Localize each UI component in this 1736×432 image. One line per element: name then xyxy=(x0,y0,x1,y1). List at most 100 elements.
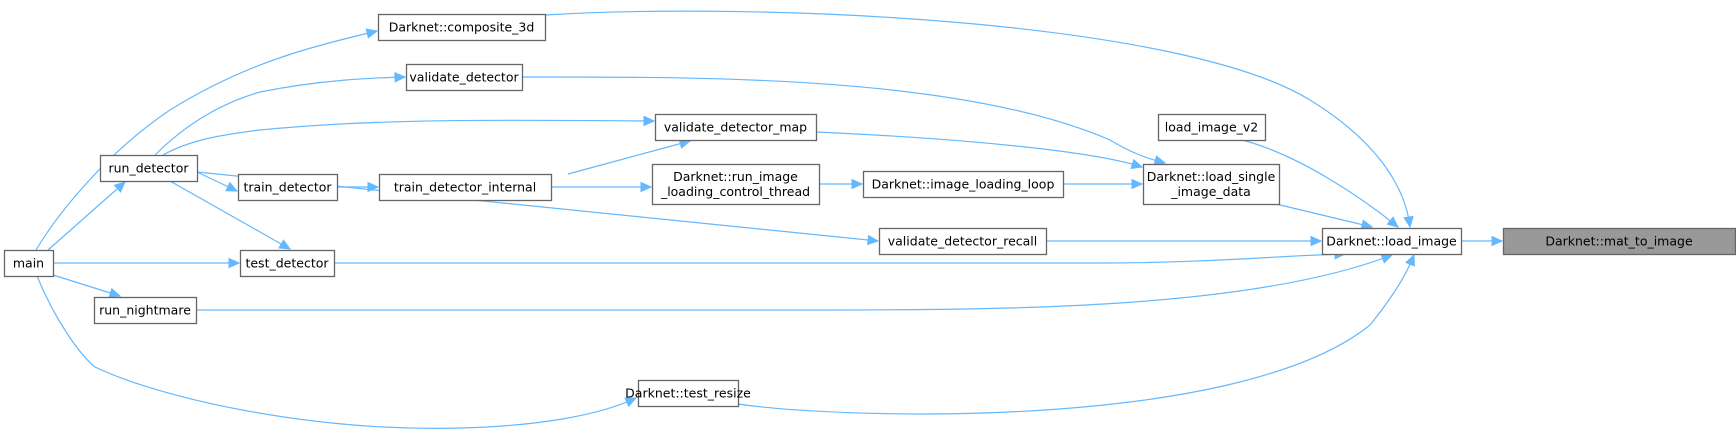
node-composite-3d[interactable]: Darknet::composite_3d xyxy=(377,13,547,42)
node-load-image-v2[interactable]: load_image_v2 xyxy=(1157,113,1267,142)
node-label: validate_detector_recall xyxy=(888,234,1038,249)
arrowhead-icon xyxy=(108,287,122,298)
node-label: Darknet::run_image xyxy=(673,169,798,184)
node-validate-detector-map[interactable]: validate_detector_map xyxy=(654,113,818,142)
node-box[interactable] xyxy=(654,113,818,142)
edge-line xyxy=(35,30,378,251)
node-box[interactable] xyxy=(237,173,339,202)
edge-run-detector-to-train-detector xyxy=(196,171,239,192)
node-box[interactable] xyxy=(637,379,740,408)
node-image-loading-loop[interactable]: Darknet::image_loading_loop xyxy=(862,170,1065,199)
arrowhead-icon xyxy=(1310,235,1323,247)
node-box[interactable] xyxy=(1142,163,1281,206)
arrowhead-icon xyxy=(278,239,292,250)
edge-run-detector-to-validate-detector-map xyxy=(162,115,656,156)
node-main[interactable]: main xyxy=(3,249,55,278)
edge-image-loading-loop-to-load-single-image-data xyxy=(1063,178,1144,190)
node-run-nightmare[interactable]: run_nightmare xyxy=(93,296,198,325)
edge-run-image-loading-control-thread-to-image-loading-loop xyxy=(819,178,864,190)
edge-load-image-to-mat-to-image xyxy=(1461,235,1504,247)
edge-validate-detector-to-load-single-image-data xyxy=(521,76,1167,166)
node-label: Darknet::composite_3d xyxy=(389,20,535,35)
node-mat-to-image[interactable]: Darknet::mat_to_image xyxy=(1502,227,1736,256)
arrowhead-icon xyxy=(643,115,656,127)
arrowhead-icon xyxy=(1405,253,1415,267)
edge-validate-detector-recall-to-load-image xyxy=(1046,235,1323,247)
node-box[interactable] xyxy=(1502,227,1736,256)
edge-load-single-image-data-to-load-image xyxy=(1275,203,1374,230)
node-train-detector[interactable]: train_detector xyxy=(237,173,339,202)
edge-test-detector-to-load-image xyxy=(334,248,1347,264)
node-validate-detector[interactable]: validate_detector xyxy=(405,63,524,92)
nodes-layer: Darknet::mat_to_image Darknet::load_image… xyxy=(3,13,1736,408)
edge-line xyxy=(52,274,121,297)
node-box[interactable] xyxy=(99,154,199,183)
edge-main-to-composite-3d xyxy=(35,28,379,251)
edge-line xyxy=(196,254,1393,311)
arrowhead-icon xyxy=(1153,155,1167,166)
node-label: run_nightmare xyxy=(99,303,191,318)
arrowhead-icon xyxy=(1386,216,1399,228)
node-box[interactable] xyxy=(378,173,553,202)
arrowhead-icon xyxy=(1491,235,1504,247)
node-label: Darknet::load_image xyxy=(1326,234,1457,249)
edge-line xyxy=(47,181,126,251)
edge-line xyxy=(334,253,1346,264)
node-label: Darknet::test_resize xyxy=(625,386,751,401)
arrowhead-icon xyxy=(640,181,653,193)
arrowhead-icon xyxy=(113,181,126,193)
edge-main-to-run-detector xyxy=(47,181,126,251)
edge-test-resize-to-load-image xyxy=(737,253,1415,415)
node-run-image-loading-control-thread[interactable]: Darknet::run_image_loading_control_threa… xyxy=(651,163,821,206)
node-box[interactable] xyxy=(405,63,524,92)
node-box[interactable] xyxy=(3,249,55,278)
node-validate-detector-recall[interactable]: validate_detector_recall xyxy=(878,227,1048,256)
edge-line xyxy=(36,275,637,429)
node-load-single-image-data[interactable]: Darknet::load_single_image_data xyxy=(1142,163,1281,206)
node-label: test_detector xyxy=(245,256,329,271)
node-box[interactable] xyxy=(1321,227,1463,256)
edge-line xyxy=(154,76,406,156)
node-label: Darknet::image_loading_loop xyxy=(872,177,1055,192)
node-box[interactable] xyxy=(862,170,1065,199)
node-label: validate_detector xyxy=(409,70,519,85)
node-box[interactable] xyxy=(878,227,1048,256)
arrowhead-icon xyxy=(1380,253,1394,264)
node-label: run_detector xyxy=(108,161,189,176)
edge-validate-detector-map-to-load-single-image-data xyxy=(815,131,1144,169)
node-label: train_detector xyxy=(243,180,332,195)
edge-line xyxy=(169,180,291,250)
node-box[interactable] xyxy=(93,296,198,325)
node-load-image[interactable]: Darknet::load_image xyxy=(1321,227,1463,256)
node-box[interactable] xyxy=(1157,113,1267,142)
node-run-detector[interactable]: run_detector xyxy=(99,154,199,183)
arrowhead-icon xyxy=(228,257,241,269)
edge-line xyxy=(737,254,1415,415)
arrowhead-icon xyxy=(1360,219,1374,230)
node-box[interactable] xyxy=(377,13,547,42)
node-label: main xyxy=(13,256,44,271)
arrowhead-icon xyxy=(365,28,379,39)
arrowhead-icon xyxy=(225,181,239,192)
arrowhead-icon xyxy=(1130,158,1144,169)
node-train-detector-internal[interactable]: train_detector_internal xyxy=(378,173,553,202)
node-test-detector[interactable]: test_detector xyxy=(239,249,336,278)
arrowhead-icon xyxy=(624,397,638,408)
node-label: train_detector_internal xyxy=(394,180,536,195)
node-label: Darknet::mat_to_image xyxy=(1545,234,1693,249)
node-label: _image_data xyxy=(1170,184,1251,199)
edge-line xyxy=(815,131,1143,168)
node-box[interactable] xyxy=(239,249,336,278)
edge-line xyxy=(544,10,1411,228)
edge-line xyxy=(162,119,655,156)
edge-composite-3d-to-load-image xyxy=(544,10,1414,229)
edge-line xyxy=(1275,203,1373,228)
edge-load-image-v2-to-load-image xyxy=(1241,139,1399,228)
node-test-resize[interactable]: Darknet::test_resize xyxy=(625,379,751,408)
arrowhead-icon xyxy=(1403,215,1414,229)
node-box[interactable] xyxy=(651,163,821,206)
edge-run-detector-to-validate-detector xyxy=(154,72,407,156)
edge-line xyxy=(1241,139,1399,228)
edges-layer xyxy=(35,10,1504,429)
edge-line xyxy=(567,140,691,175)
